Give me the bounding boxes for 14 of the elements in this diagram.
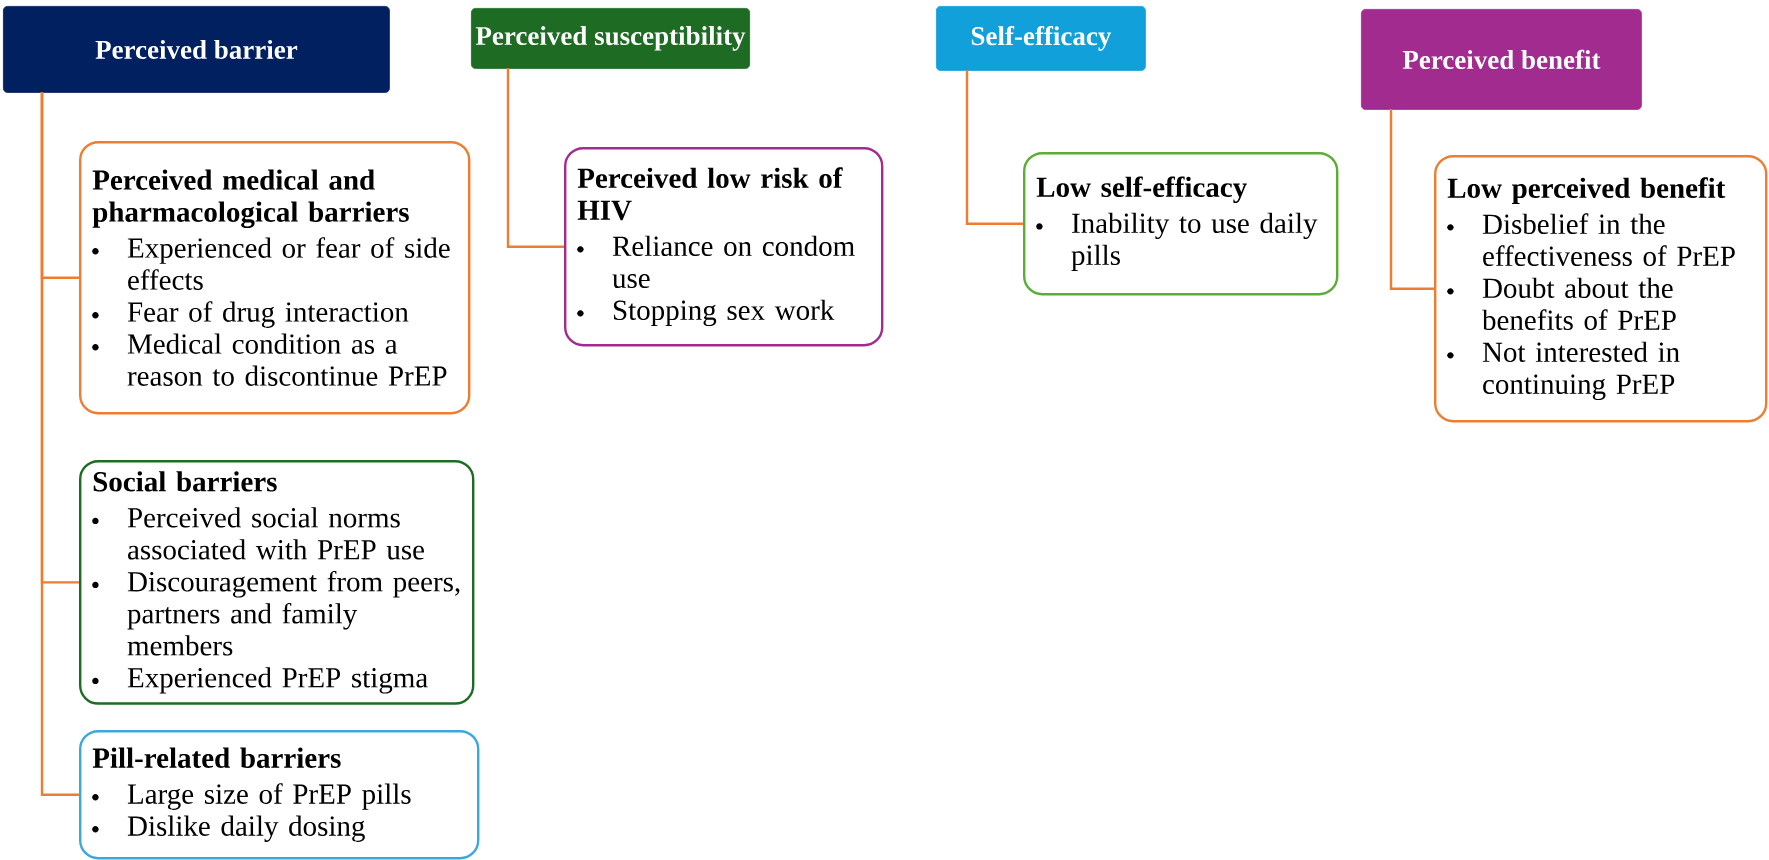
category-box: Low self-efficacy Inability to use daily pills bbox=[1023, 152, 1339, 296]
connector-line bbox=[965, 70, 1023, 225]
connector-line bbox=[1389, 109, 1434, 290]
category-box: Low perceived benefit Disbelief in the effectiveness of PrEP Doubt about the benefits of PrEP Not interested in continuing PrEP bbox=[1434, 155, 1768, 423]
category-box: Pill-related barriers Large size of PrEP pills Dislike daily dosing bbox=[79, 730, 480, 860]
connector-line bbox=[40, 92, 79, 796]
header-box: Perceived susceptibility bbox=[471, 8, 750, 69]
category-box: Social barriers Perceived social norms associated with PrEP use Discouragement from peers, partners and family members Experienced PrEP stigma bbox=[79, 460, 475, 705]
header-box: Self-efficacy bbox=[936, 6, 1146, 71]
category-box: Perceived low risk of HIV Reliance on condom use Stopping sex work bbox=[564, 147, 884, 347]
category-box: Perceived medical and pharmacological barriers Experienced or fear of side effects Fear of drug interaction Medical condition as a reason to discontinue PrEP bbox=[79, 141, 471, 415]
connector-line bbox=[506, 68, 564, 248]
header-box: Perceived benefit bbox=[1361, 9, 1642, 110]
header-box: Perceived barrier bbox=[3, 6, 390, 93]
